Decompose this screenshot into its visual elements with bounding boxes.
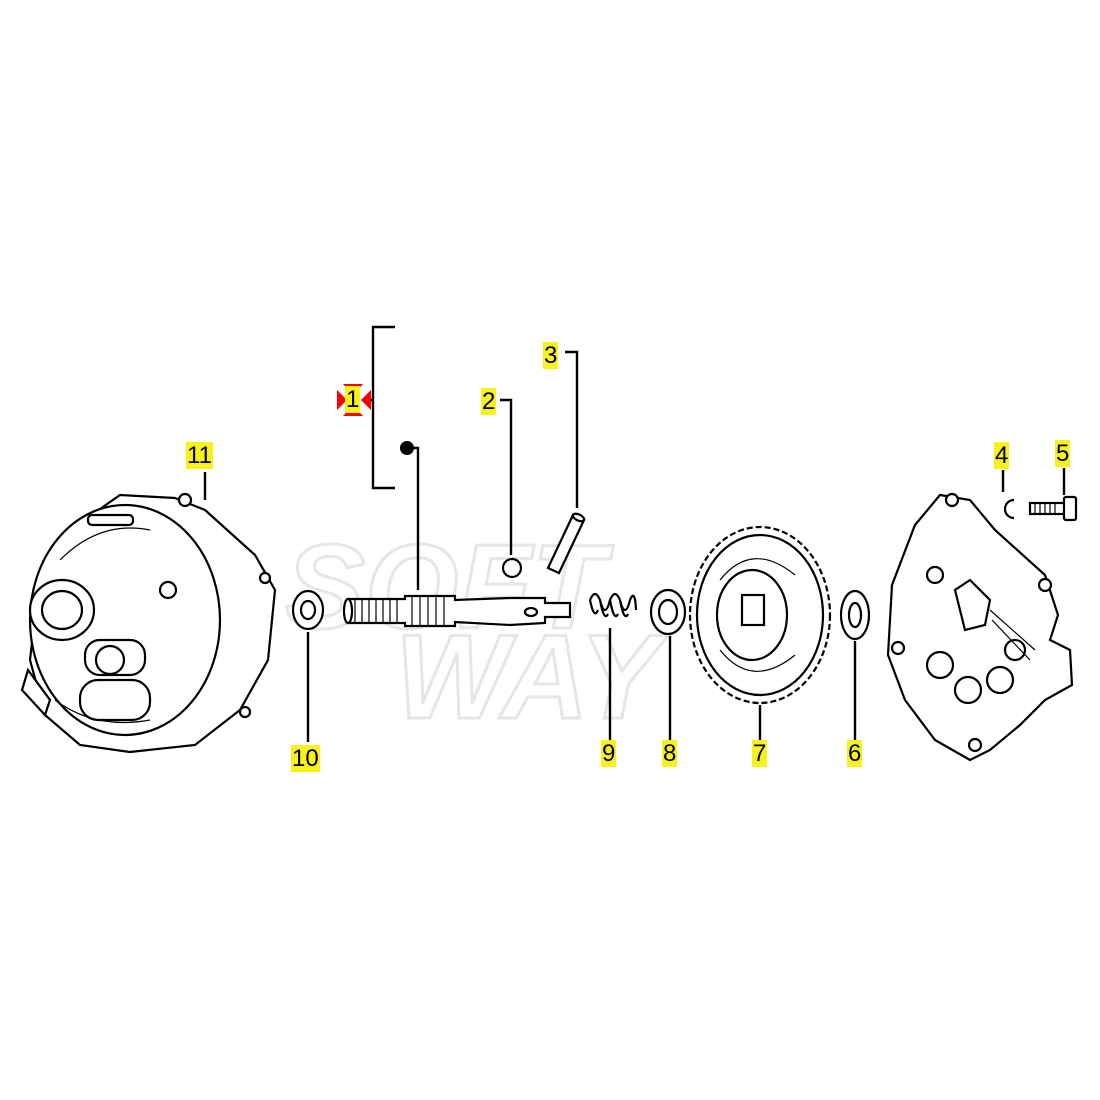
part-1-key[interactable] bbox=[400, 441, 414, 455]
part-2-ball[interactable] bbox=[501, 557, 523, 579]
part-1-shaft[interactable] bbox=[342, 441, 572, 628]
callout-11[interactable]: 11 bbox=[186, 442, 213, 469]
watermark: SOFT WAY bbox=[284, 519, 671, 746]
part-10-washer[interactable] bbox=[291, 589, 325, 631]
leader-lines bbox=[203, 325, 1066, 742]
callout-5[interactable]: 5 bbox=[1055, 440, 1071, 467]
callout-4[interactable]: 4 bbox=[994, 442, 1010, 469]
callout-1[interactable]: 1 bbox=[345, 386, 361, 413]
part-11-housing[interactable] bbox=[20, 492, 277, 754]
part-8-washer[interactable] bbox=[649, 588, 687, 636]
pump-cover[interactable] bbox=[886, 492, 1074, 762]
callout-2[interactable]: 2 bbox=[481, 388, 497, 415]
part-3-pin[interactable] bbox=[546, 512, 586, 575]
callout-6[interactable]: 6 bbox=[847, 740, 863, 767]
part-4-circlip[interactable] bbox=[1003, 498, 1015, 520]
svg-text:WAY: WAY bbox=[395, 610, 669, 744]
part-7-gear[interactable] bbox=[688, 525, 832, 705]
part-9-spring[interactable] bbox=[588, 592, 638, 618]
callout-7[interactable]: 7 bbox=[752, 740, 768, 767]
part-5-bolt[interactable] bbox=[1028, 495, 1078, 522]
callout-3[interactable]: 3 bbox=[543, 342, 559, 369]
part-6-washer[interactable] bbox=[839, 589, 871, 641]
callout-10[interactable]: 10 bbox=[291, 745, 320, 772]
callout-9[interactable]: 9 bbox=[601, 740, 617, 767]
callout-8[interactable]: 8 bbox=[662, 740, 678, 767]
